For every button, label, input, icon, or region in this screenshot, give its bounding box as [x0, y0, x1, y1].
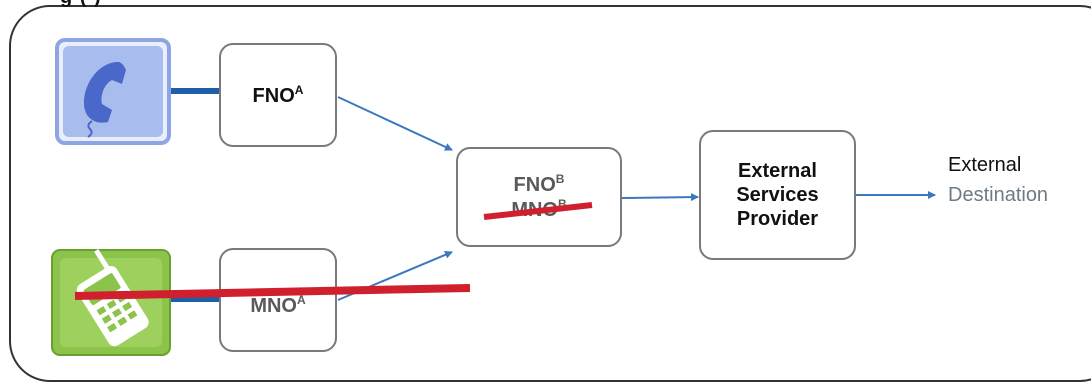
telephone-icon	[55, 38, 171, 145]
arrow-fnoa-to-fnob	[337, 96, 453, 151]
mno-a-box: MNOA	[219, 248, 337, 352]
arrow-mnoa-to-fnob	[337, 251, 453, 301]
outer-frame	[9, 5, 1091, 382]
mno-a-label: MNOA	[250, 292, 306, 317]
external-destination-label: External Destination	[948, 150, 1048, 210]
fno-b-box: FNOB MNOB	[456, 147, 622, 247]
esp-line-2: Services	[736, 184, 819, 206]
destination-line-1: External	[948, 154, 1022, 176]
mobile-phone-icon	[51, 249, 171, 356]
fno-a-box: FNOA	[219, 43, 337, 147]
esp-line-1: External	[738, 160, 817, 182]
fno-b-label: FNOB	[513, 172, 565, 196]
destination-line-2: Destination	[948, 184, 1049, 206]
esp-line-3: Provider	[736, 208, 819, 230]
external-services-provider-box: External Services Provider	[699, 130, 856, 260]
fno-a-label: FNOA	[252, 82, 304, 107]
mno-b-label: MNOB	[511, 197, 567, 221]
arrow-fnob-to-esp	[621, 193, 699, 202]
title-fragment: g ( )	[60, 0, 102, 9]
